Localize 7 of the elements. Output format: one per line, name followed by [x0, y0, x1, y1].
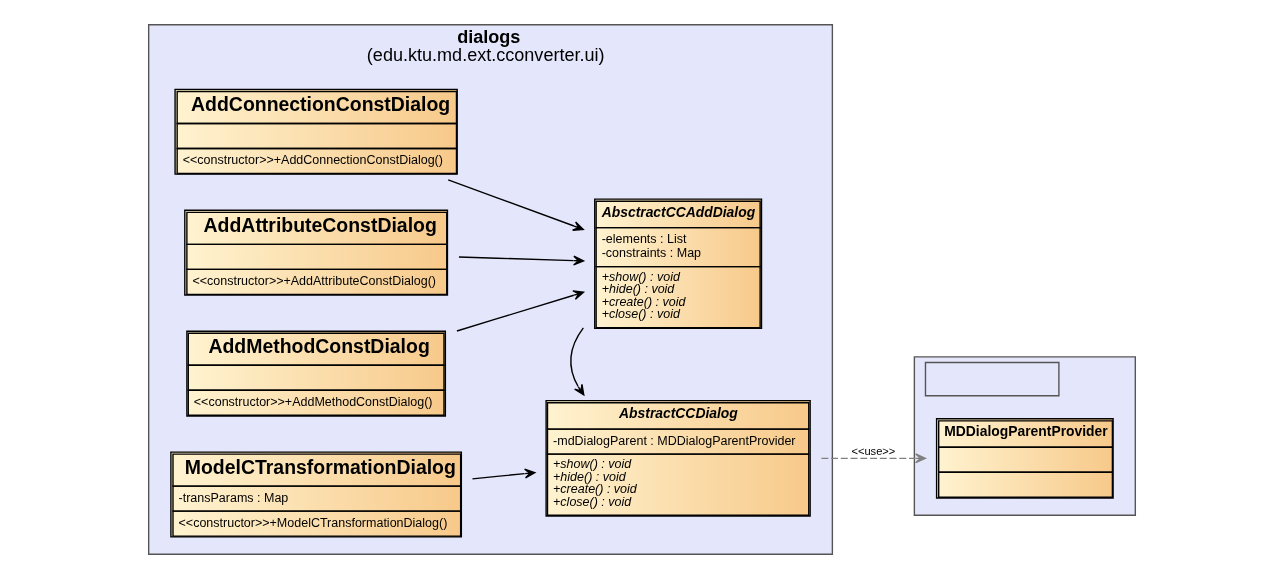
edge-label: <<use>>: [851, 444, 896, 457]
arrow: [570, 327, 585, 396]
arrow: [447, 179, 584, 231]
arrow: [820, 453, 927, 464]
arrow: [458, 255, 585, 266]
arrow: [456, 290, 585, 332]
arrow: [471, 468, 536, 480]
